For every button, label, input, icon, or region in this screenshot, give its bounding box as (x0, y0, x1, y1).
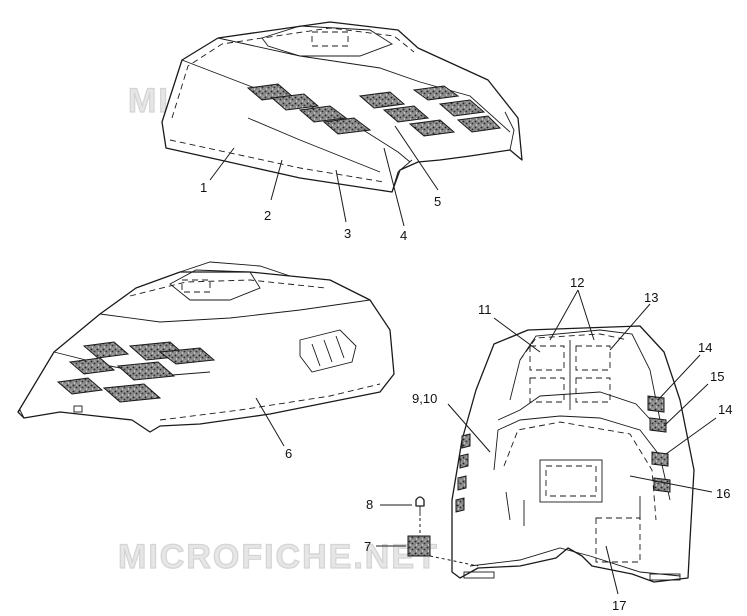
callout-12: 12 (570, 275, 584, 290)
hood-top-view (161, 21, 523, 193)
callout-11: 11 (478, 302, 492, 317)
callout-3: 3 (344, 226, 351, 241)
callout-13: 13 (644, 290, 658, 305)
callout-5: 5 (434, 194, 441, 209)
part-7-foam-block (407, 535, 431, 557)
callout-8: 8 (366, 497, 373, 512)
callout-14-lower: 14 (718, 402, 732, 417)
hood-side-vents (56, 341, 216, 403)
callouts-hood-top: 1 2 3 4 5 (200, 125, 441, 243)
callout-7: 7 (364, 539, 371, 554)
hood-top-vents (246, 83, 502, 137)
callouts-hood-underside: 8 7 9,10 11 12 13 14 15 14 16 17 (364, 275, 732, 613)
callout-14-upper: 14 (698, 340, 712, 355)
callout-9-10: 9,10 (412, 391, 437, 406)
callout-15: 15 (710, 369, 724, 384)
watermark-bottom: MICROFICHE.NET (118, 538, 439, 576)
part-8-fastener (415, 496, 425, 516)
callout-17: 17 (612, 598, 626, 613)
hood-side-view (17, 261, 395, 433)
hood-underside-vents-left (455, 433, 471, 513)
callouts-hood-side: 6 (255, 397, 292, 461)
hood-underside-view (451, 325, 695, 583)
callout-4: 4 (400, 228, 407, 243)
callout-2: 2 (264, 208, 271, 223)
callout-6: 6 (285, 446, 292, 461)
callout-16: 16 (716, 486, 730, 501)
callout-1: 1 (200, 180, 207, 195)
